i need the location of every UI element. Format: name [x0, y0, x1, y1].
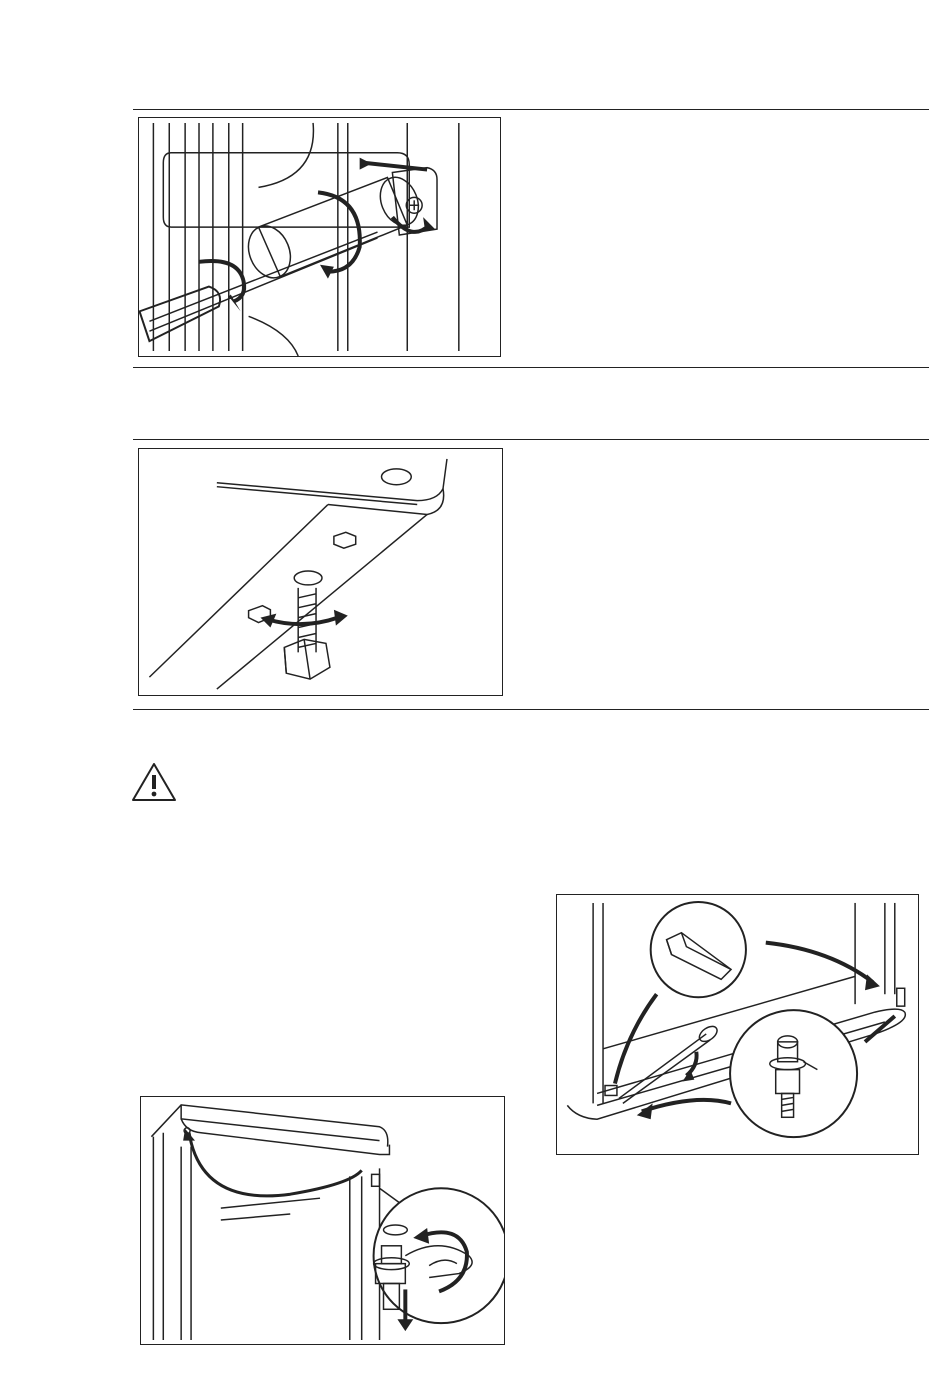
- figure-hinge-bar: [138, 117, 501, 357]
- door-upper-hinge-illustration: [141, 1097, 504, 1344]
- section-rule-1: [133, 109, 929, 110]
- figure-door-lower-hinge: [556, 894, 919, 1155]
- door-lower-hinge-illustration: [557, 895, 918, 1154]
- warning-triangle-icon: [130, 761, 178, 803]
- hinge-bar-illustration: [139, 118, 500, 356]
- figure-door-upper-hinge: [140, 1096, 505, 1345]
- section-rule-3: [133, 439, 929, 440]
- figure-adjustable-foot: [138, 448, 503, 696]
- section-rule-2: [133, 367, 929, 368]
- section-rule-4: [133, 709, 929, 710]
- adjustable-foot-illustration: [139, 449, 502, 695]
